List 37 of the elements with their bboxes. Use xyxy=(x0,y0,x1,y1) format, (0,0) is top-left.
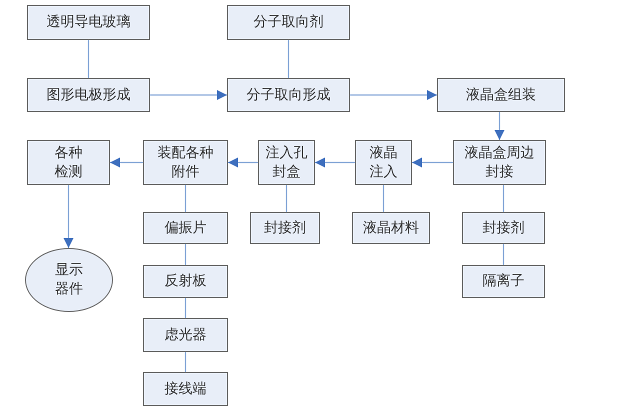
arrow xyxy=(64,185,74,248)
arrow xyxy=(350,90,437,100)
process-box: 分子取向剂 xyxy=(227,5,350,40)
connector-line xyxy=(502,244,504,265)
process-box: 透明导电玻璃 xyxy=(27,5,150,40)
process-box: 隔离子 xyxy=(462,265,545,298)
process-box: 虑光器 xyxy=(143,318,228,352)
process-box: 注入孔封盒 xyxy=(258,140,315,185)
connector-line xyxy=(184,298,186,318)
connector-line xyxy=(88,40,90,78)
process-box: 偏振片 xyxy=(143,212,228,244)
process-box: 图形电极形成 xyxy=(27,78,150,112)
connector-line xyxy=(382,185,384,212)
arrow xyxy=(228,158,258,168)
connector-line xyxy=(286,185,288,212)
process-box: 液晶材料 xyxy=(352,212,430,244)
connector-line xyxy=(184,244,186,265)
connector-line xyxy=(502,185,504,212)
process-box: 分子取向形成 xyxy=(227,78,350,112)
process-box: 封接剂 xyxy=(250,212,320,244)
terminal-shape: 显示器件 xyxy=(25,248,113,312)
arrow xyxy=(412,158,453,168)
connector-line xyxy=(184,352,186,372)
arrow xyxy=(494,112,504,140)
process-box: 液晶盒组装 xyxy=(437,78,565,112)
connector-line xyxy=(288,40,290,78)
connector-line xyxy=(184,185,186,212)
process-box: 液晶盒周边封接 xyxy=(453,140,546,185)
process-box: 封接剂 xyxy=(462,212,545,244)
process-box: 各种检测 xyxy=(27,140,110,185)
process-box: 接线端 xyxy=(143,372,228,406)
arrow xyxy=(150,90,227,100)
process-box: 反射板 xyxy=(143,265,228,298)
process-box: 液晶注入 xyxy=(355,140,412,185)
process-box: 装配各种附件 xyxy=(143,140,228,185)
arrow xyxy=(110,158,143,168)
arrow xyxy=(315,158,355,168)
